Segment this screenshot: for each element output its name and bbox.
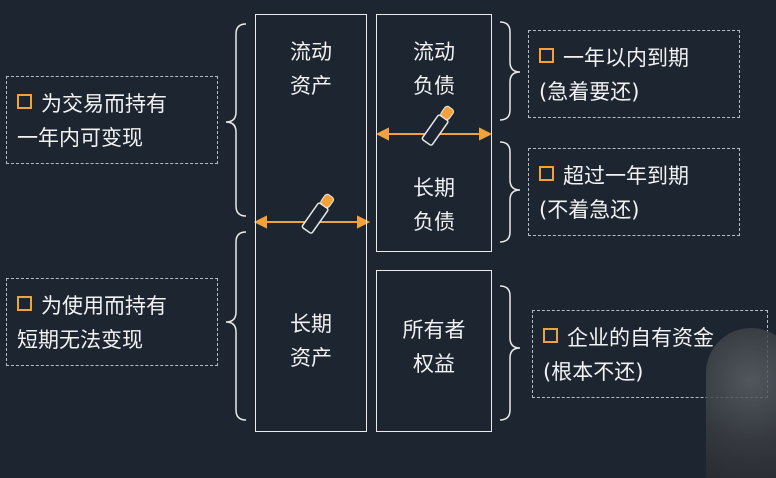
note-line: 一年以内到期 — [563, 46, 689, 70]
label-line: 负债 — [413, 210, 455, 234]
right-bracket-1 — [499, 21, 521, 121]
note-line: 超过一年到期 — [563, 164, 689, 188]
label-line: 所有者 — [402, 318, 466, 342]
current-assets-label: 流动 资产 — [256, 35, 366, 103]
label-line: 长期 — [413, 176, 455, 200]
equity-column: 所有者 权益 — [376, 270, 492, 432]
balance-sheet-diagram: 为交易而持有 一年内可变现 为使用而持有 短期无法变现 流动 资产 长期 资产 … — [6, 14, 776, 478]
label-line: 资产 — [290, 346, 332, 370]
current-liabilities-label: 流动 负债 — [377, 35, 491, 103]
owners-equity-label: 所有者 权益 — [377, 313, 491, 381]
liabilities-column: 流动 负债 长期 负债 — [376, 14, 492, 252]
assets-column: 流动 资产 长期 资产 — [255, 14, 367, 432]
left-bracket-upper — [225, 23, 247, 217]
saw-icon — [421, 105, 455, 146]
note-line: 一年内可变现 — [17, 126, 143, 150]
presenter-silhouette — [706, 328, 776, 478]
bullet-icon — [539, 166, 554, 181]
connector-layer — [225, 21, 521, 421]
long-term-assets-label: 长期 资产 — [256, 307, 366, 375]
bullet-icon — [17, 296, 32, 311]
label-line: 资产 — [290, 74, 332, 98]
left-bracket-lower — [225, 231, 247, 421]
note-line: (急着要还) — [539, 80, 640, 104]
right-bracket-3 — [499, 285, 521, 421]
note-line: (根本不还) — [543, 360, 644, 384]
note-line: (不着急还) — [539, 198, 640, 222]
note-line: 企业的自有资金 — [567, 326, 714, 350]
note-operating-assets: 为使用而持有 短期无法变现 — [6, 278, 218, 366]
liabilities-divider-arrow — [375, 127, 493, 141]
note-trading-assets: 为交易而持有 一年内可变现 — [6, 76, 218, 164]
note-line: 为使用而持有 — [41, 294, 167, 318]
bullet-icon — [539, 48, 554, 63]
note-line: 为交易而持有 — [41, 92, 167, 116]
note-current-liabilities: 一年以内到期 (急着要还) — [528, 30, 740, 118]
note-long-term-liabilities: 超过一年到期 (不着急还) — [528, 148, 740, 236]
note-line: 短期无法变现 — [17, 328, 143, 352]
bullet-icon — [17, 94, 32, 109]
label-line: 流动 — [413, 40, 455, 64]
right-bracket-2 — [499, 141, 521, 243]
long-term-liabilities-label: 长期 负债 — [377, 171, 491, 239]
label-line: 负债 — [413, 74, 455, 98]
label-line: 流动 — [290, 40, 332, 64]
bullet-icon — [543, 328, 558, 343]
saw-icon — [301, 193, 335, 234]
label-line: 权益 — [413, 352, 455, 376]
label-line: 长期 — [290, 312, 332, 336]
